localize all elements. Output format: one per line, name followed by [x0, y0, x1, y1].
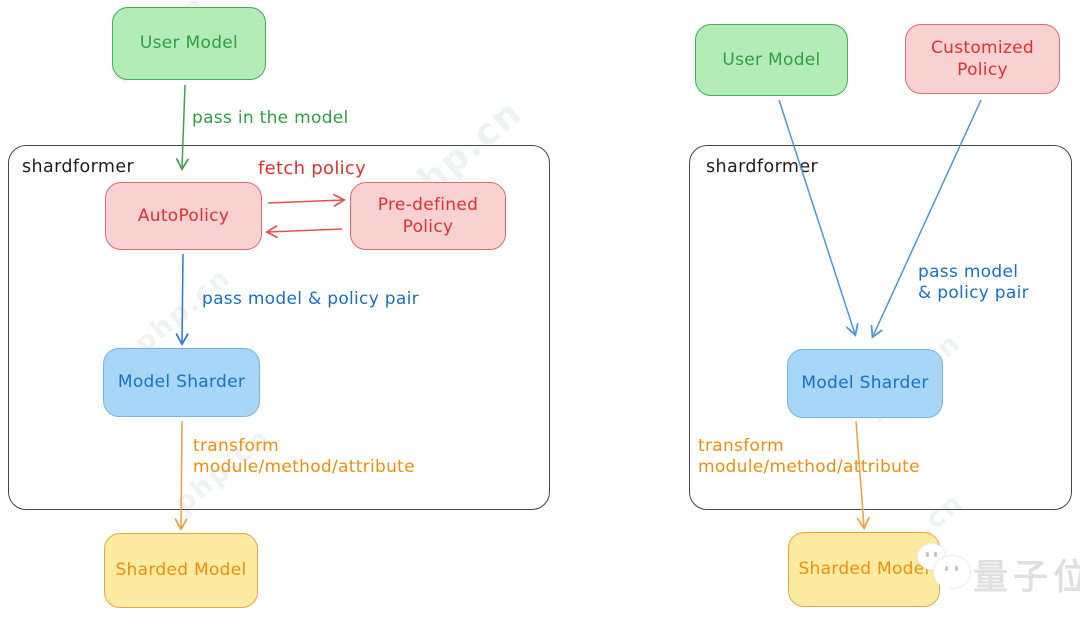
node-model-sharder-right: Model Sharder	[787, 349, 943, 418]
shardformer-label-left: shardformer	[22, 157, 135, 177]
node-user-model-left: User Model	[112, 7, 266, 80]
node-model-sharder-left: Model Sharder	[103, 348, 260, 417]
edge-label-pass-in-model: pass in the model	[192, 108, 349, 128]
node-customized-policy: Customized Policy	[905, 24, 1060, 94]
brand-name: 量子位	[973, 558, 1080, 598]
node-sharded-model-left: Sharded Model	[104, 533, 258, 608]
node-sharded-model-right: Sharded Model	[788, 532, 940, 607]
shardformer-label-right: shardformer	[706, 157, 819, 177]
edge-label-transform-left: transform module/method/attribute	[193, 436, 415, 478]
node-auto-policy: AutoPolicy	[105, 182, 262, 250]
edge-label-fetch-policy: fetch policy	[258, 158, 367, 179]
node-user-model-right: User Model	[695, 24, 848, 96]
shardformer-container-left	[8, 145, 550, 510]
node-predefined-policy: Pre-defined Policy	[350, 182, 506, 250]
edge-label-transform-right: transform module/method/attribute	[698, 436, 920, 478]
edge-label-pass-pair-left: pass model & policy pair	[202, 289, 419, 309]
edge-label-pass-pair-right: pass model & policy pair	[918, 262, 1029, 304]
